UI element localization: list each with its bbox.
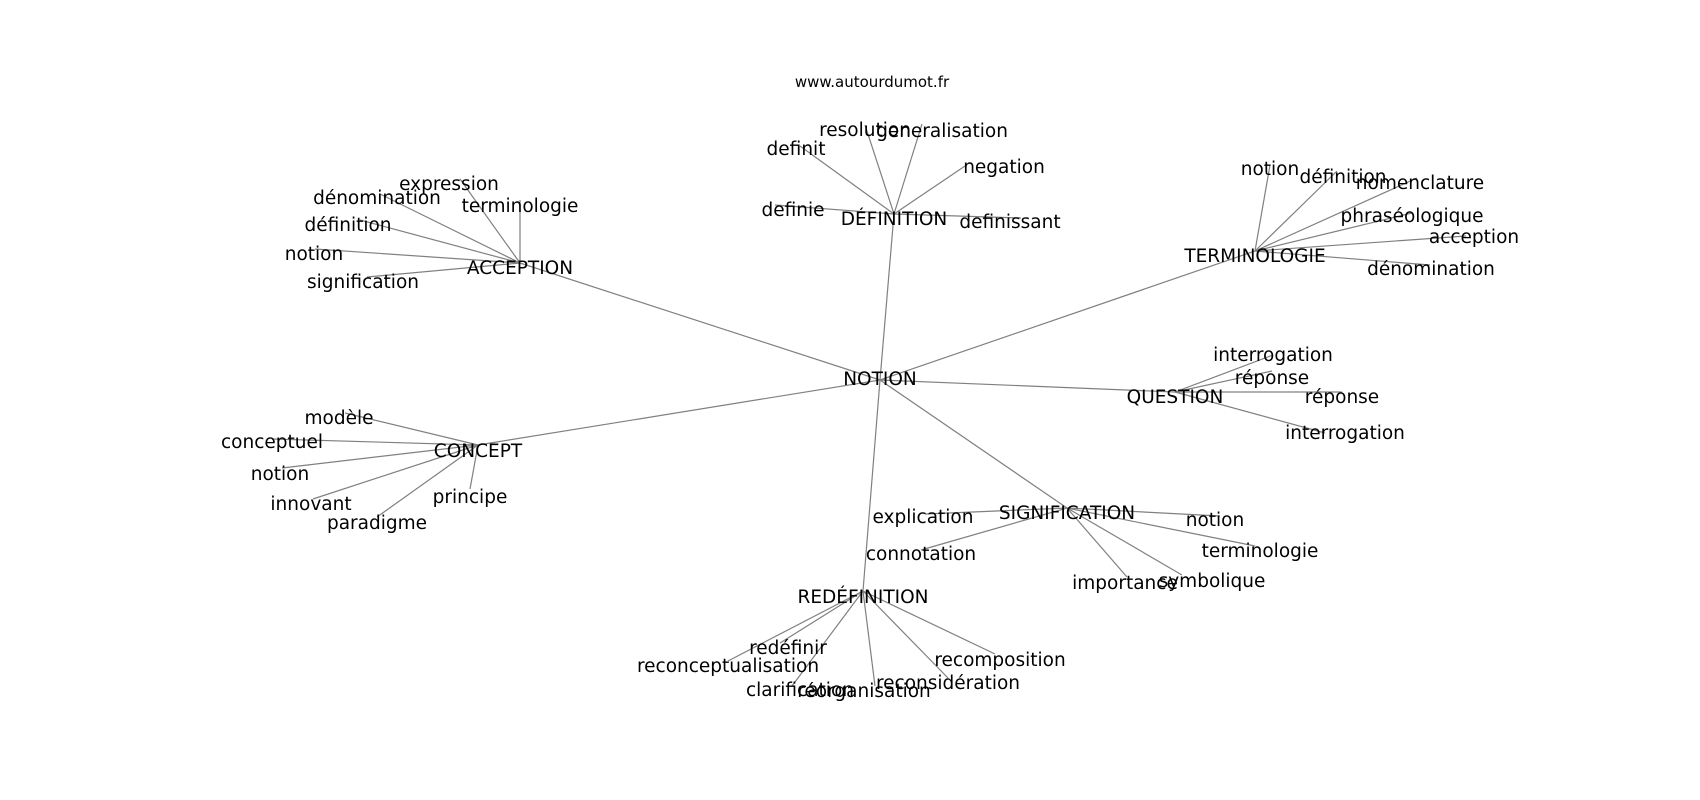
leaf-edge [366,262,521,278]
leaf-node-label: modèle [305,408,374,429]
leaf-node-label: definie [761,200,824,221]
leaf-node-label: definissant [959,212,1060,233]
leaf-edge [1174,370,1273,393]
leaf-node-label: explication [873,507,974,528]
leaf-edge [862,590,876,687]
leaf-edge [864,124,895,215]
leaf-edge [1066,507,1183,576]
leaf-node-label: définition [304,215,391,236]
leaf-edge [893,165,966,215]
leaf-node-label: interrogation [1213,345,1333,366]
leaf-edge [1066,507,1128,578]
hub-node-label: TERMINOLOGIE [1183,246,1325,267]
leaf-edge [1254,177,1418,252]
leaf-node-label: conceptuel [221,432,323,453]
hub-node-label: DÉFINITION [841,208,947,230]
leaf-edge [1066,507,1221,517]
root-edge [477,379,881,446]
root-edge [879,379,1176,393]
leaf-node-label: resolution [819,120,911,141]
labels: NOTION DÉFINITION resolutiongeneralisation… [221,120,1519,702]
leaf-node-label: signification [307,272,419,293]
root-edge [519,262,881,381]
leaf-edge [359,219,521,264]
leaf-edge [379,193,521,264]
leaf-edge [459,178,521,264]
leaf-edge [727,590,864,662]
leaf-edge [893,123,923,215]
root-edge [879,379,1068,509]
leaf-edge [312,444,479,500]
root-edge [862,379,881,592]
leaf-edge [779,590,864,644]
leaf-node-label: reconsidération [876,673,1020,694]
root-node-label: NOTION [843,369,917,390]
edges [271,123,1467,687]
leaf-node-label: innovant [270,494,351,515]
leaf-edge [791,590,864,687]
leaf-node-label: importance [1072,573,1178,594]
leaf-edge [862,590,996,655]
leaf-node-label: réorganisation [797,681,931,702]
leaf-edge [920,507,1068,551]
leaf-node-label: réponse [1305,387,1379,408]
leaf-edge [271,438,479,446]
leaf-node-label: generalisation [876,121,1008,142]
leaf-node-label: symbolique [1159,571,1266,592]
leaf-edge [1174,391,1326,434]
leaf-edge [1254,235,1467,252]
leaf-node-label: dénomination [313,188,441,209]
leaf-edge [469,444,479,490]
hub-node-label: ACCEPTION [467,258,573,279]
leaf-node-label: nomenclature [1356,173,1484,194]
leaf-node-label: réponse [1235,368,1309,389]
leaf-node-label: notion [285,244,343,265]
leaf-node-label: terminologie [462,196,579,217]
leaf-node-label: redéfinir [749,638,827,659]
leaf-node-label: definit [767,139,826,160]
leaf-node-label: acception [1429,227,1519,248]
leaf-node-label: reconceptualisation [637,656,819,677]
leaf-node-label: expression [399,174,499,195]
leaf-edge [1254,250,1431,266]
leaf-node-label: notion [251,464,309,485]
leaf-edge [774,204,895,215]
leaf-node-label: notion [1186,510,1244,531]
leaf-node-label: clarification [746,680,854,701]
root-edge [879,250,1256,381]
leaf-edge [1254,212,1413,252]
leaf-node-label: interrogation [1285,423,1405,444]
leaf-edge [376,444,479,518]
leaf-node-label: notion [1241,159,1299,180]
leaf-edge [1254,164,1271,252]
leaf-node-label: principe [433,487,508,508]
leaf-node-label: définition [1299,167,1386,188]
leaf-edge [1066,507,1256,547]
leaf-edge [1254,170,1338,252]
source-url: www.autourdumot.fr [795,73,950,91]
leaf-node-label: terminologie [1202,541,1319,562]
hub-node-label: CONCEPT [434,441,523,462]
leaf-node-label: recomposition [934,650,1065,671]
leaf-edge [924,507,1068,515]
leaf-edge [1174,354,1274,393]
leaf-node-label: paradigme [327,513,427,534]
hub-node-label: REDÉFINITION [797,586,928,608]
hub-node-label: QUESTION [1127,387,1224,408]
leaf-node-label: dénomination [1367,259,1495,280]
leaf-edge [893,213,1022,219]
root-edge [879,213,895,381]
leaf-node-label: connotation [866,544,976,565]
leaf-edge [281,444,479,469]
leaf-node-label: phraséologique [1341,206,1484,227]
hub-node-label: SIGNIFICATION [999,503,1135,524]
leaf-edge [314,248,521,264]
leaf-node-label: negation [963,157,1045,178]
leaf-edge [799,145,895,215]
leaf-edge [344,412,479,446]
leaf-edge [862,590,949,679]
